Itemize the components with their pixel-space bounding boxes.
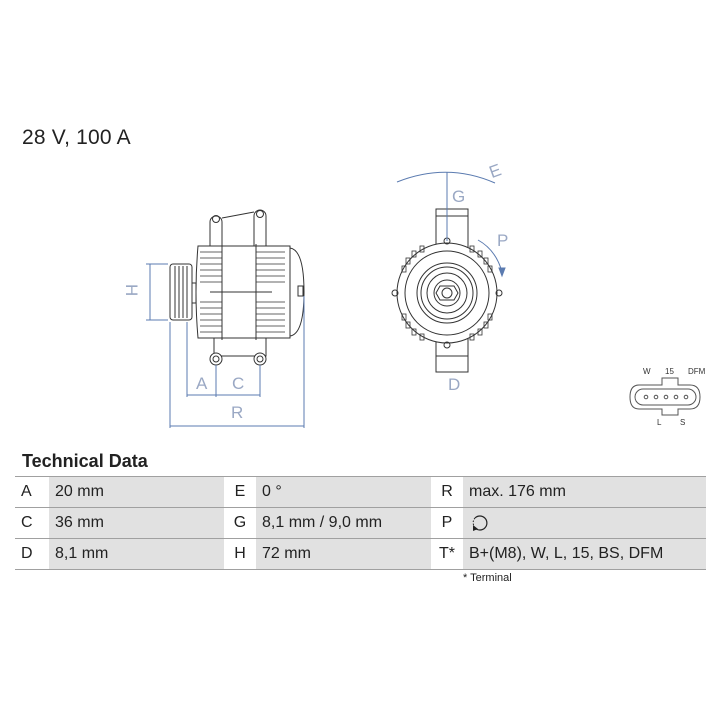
connector-pin-dfm: DFM xyxy=(688,367,706,376)
side-view-drawing xyxy=(169,209,305,366)
table-row: D 8,1 mm H 72 mm T* B+(M8), W, L, 15, BS… xyxy=(15,538,706,570)
terminal-footnote: * Terminal xyxy=(463,572,512,584)
spec-value: 8,1 mm xyxy=(49,538,224,570)
connector-plug-diagram xyxy=(629,377,701,416)
technical-data-heading: Technical Data xyxy=(22,451,148,471)
dimension-label-a: A xyxy=(196,374,208,393)
connector-pin-15: 15 xyxy=(665,367,674,376)
spec-label: P xyxy=(431,507,463,539)
dimension-label-r: R xyxy=(231,403,243,422)
spec-label: G xyxy=(224,507,256,539)
rotation-direction-icon xyxy=(472,515,488,531)
table-row: C 36 mm G 8,1 mm / 9,0 mm P xyxy=(15,507,706,539)
table-row: A 20 mm E 0 ° R max. 176 mm xyxy=(15,476,706,508)
dimension-label-p: P xyxy=(497,231,508,250)
dimension-label-g: G xyxy=(452,187,465,206)
spec-label: D xyxy=(15,538,49,570)
dimension-label-c: C xyxy=(232,374,244,393)
alternator-technical-drawing: H A C R xyxy=(122,160,706,428)
front-view-drawing xyxy=(391,208,503,373)
connector-pin-s: S xyxy=(680,418,685,427)
front-view-dimensions xyxy=(396,171,506,278)
spec-value: 20 mm xyxy=(49,476,224,508)
spec-value-rotation xyxy=(463,507,706,539)
product-rating-title: 28 V, 100 A xyxy=(22,126,131,149)
spec-value: 36 mm xyxy=(49,507,224,539)
spec-value: max. 176 mm xyxy=(463,476,706,508)
side-view-dimensions xyxy=(146,263,305,428)
dimension-label-d: D xyxy=(448,375,460,394)
spec-label: C xyxy=(15,507,49,539)
dimension-label-e: E xyxy=(487,160,504,182)
dimension-label-h: H xyxy=(122,284,141,296)
spec-label: E xyxy=(224,476,256,508)
technical-data-table: A 20 mm E 0 ° R max. 176 mm C 36 mm G 8,… xyxy=(15,476,706,570)
spec-value: 72 mm xyxy=(256,538,431,570)
spec-label: R xyxy=(431,476,463,508)
spec-label: A xyxy=(15,476,49,508)
connector-pin-w: W xyxy=(643,367,651,376)
connector-pin-l: L xyxy=(657,418,662,427)
spec-value: 0 ° xyxy=(256,476,431,508)
spec-value: B+(M8), W, L, 15, BS, DFM xyxy=(463,538,706,570)
spec-label: H xyxy=(224,538,256,570)
spec-label: T* xyxy=(431,538,463,570)
spec-value: 8,1 mm / 9,0 mm xyxy=(256,507,431,539)
